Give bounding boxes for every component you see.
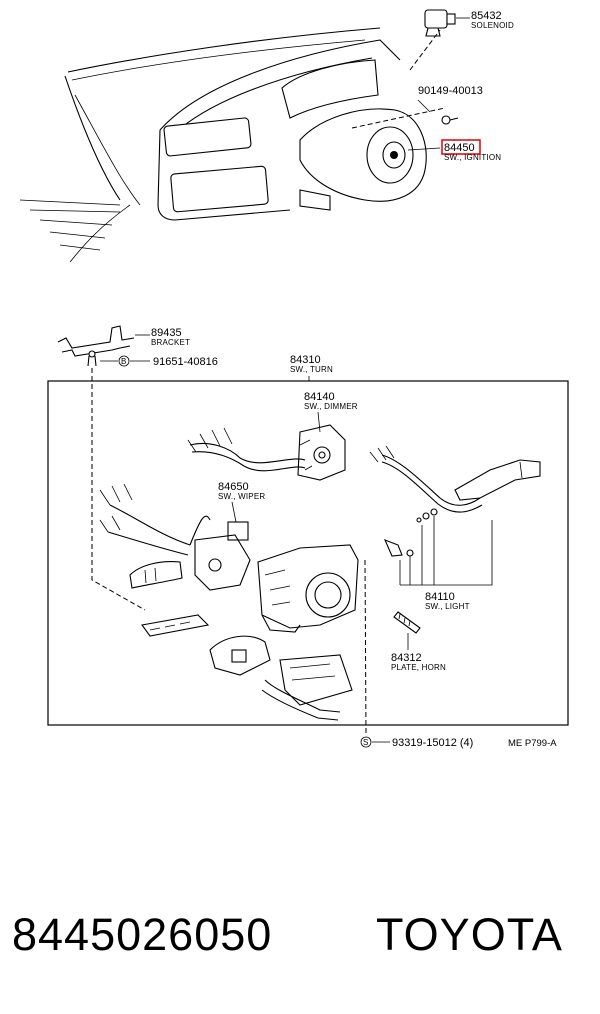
bolt-part-number: 90149-40013 (418, 85, 483, 97)
brand-label: TOYOTA (376, 909, 563, 960)
wiper-switch-part-number: 84650 (218, 481, 249, 493)
bracket-illustration (57, 325, 135, 367)
turn-switch-part-name: SW., TURN (290, 365, 333, 374)
wiper-switch-part-name: SW., WIPER (218, 492, 265, 501)
screw-symbol: B (121, 357, 127, 366)
turn-switch-part-number: 84310 (290, 354, 321, 366)
solenoid-part-name: SOLENOID (471, 21, 514, 30)
bracket-part-number: 89435 (151, 327, 182, 339)
lower-assembly-illustration (209, 635, 353, 721)
turn-switch-illustration (257, 544, 359, 633)
dashboard-illustration (19, 9, 459, 263)
parts-diagram: 85432 SOLENOID 90149-40013 84450 SW., IG… (19, 9, 569, 749)
dimmer-switch-part-name: SW., DIMMER (304, 402, 358, 411)
horn-plate-part-number: 84312 (391, 652, 422, 664)
horn-plate-part-name: PLATE, HORN (391, 663, 446, 672)
horn-plate-illustration (393, 611, 421, 634)
screw-part-number: 91651-40816 (153, 356, 218, 368)
part-number-label: 8445026050 (12, 909, 273, 960)
light-switch-part-number: 84110 (425, 591, 455, 603)
bracket-part-name: BRACKET (151, 338, 190, 347)
light-switch-illustration (369, 445, 541, 557)
ignition-part-name: SW., IGNITION (444, 153, 501, 162)
ignition-highlight-box (441, 139, 481, 155)
bottom-screw-part-number: 93319-15012 (4) (392, 737, 473, 749)
diagram-reference: ME P799-A (508, 738, 557, 749)
bottom-screw-symbol: S (363, 738, 369, 747)
wiper-switch-illustration (99, 483, 251, 591)
dimmer-switch-part-number: 84140 (304, 391, 335, 403)
light-switch-part-name: SW., LIGHT (425, 602, 470, 611)
assembly-frame (47, 380, 569, 726)
ignition-part-number: 84450 (444, 142, 475, 154)
connector-illustration (141, 614, 210, 637)
solenoid-part-number: 85432 (471, 10, 502, 22)
dimmer-switch-illustration (187, 424, 346, 481)
